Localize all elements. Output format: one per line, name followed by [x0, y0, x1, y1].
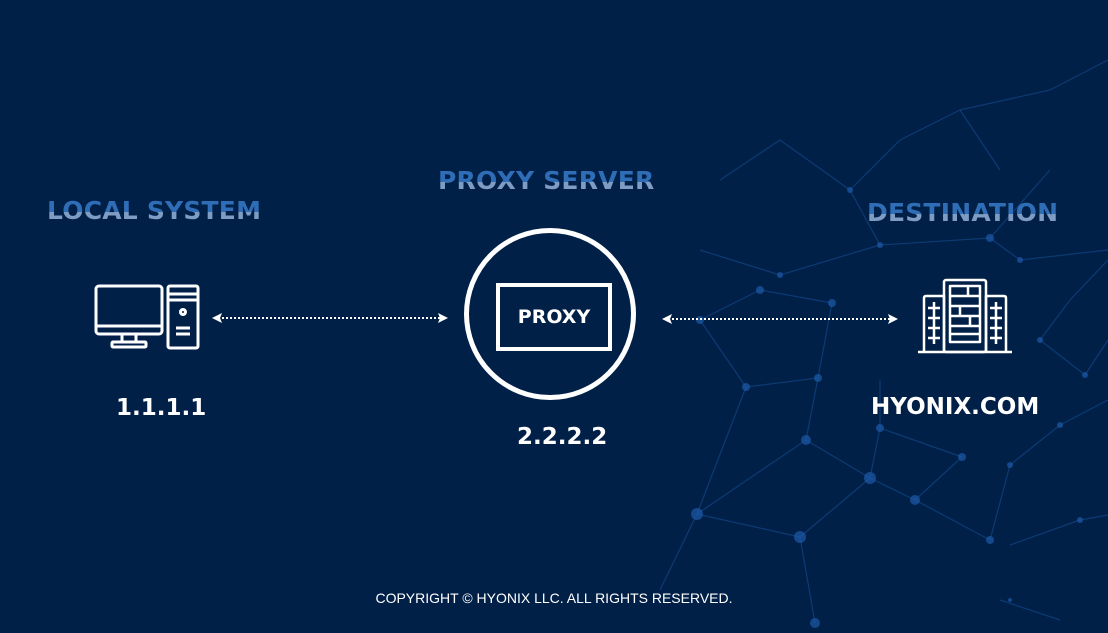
- proxy-ip-address: 2.2.2.2: [517, 424, 608, 450]
- destination-domain: HYONIX.COM: [871, 394, 1040, 420]
- destination-heading: DESTINATION: [867, 198, 1059, 227]
- desktop-computer-icon: [94, 284, 200, 350]
- local-system-heading: LOCAL SYSTEM: [47, 196, 262, 225]
- proxy-box-label: PROXY: [517, 306, 591, 328]
- proxy-circle-icon: [464, 228, 636, 400]
- copyright-footer: COPYRIGHT © HYONIX LLC. ALL RIGHTS RESER…: [375, 590, 733, 606]
- local-ip-address: 1.1.1.1: [116, 395, 207, 421]
- proxy-server-heading: PROXY SERVER: [438, 166, 655, 195]
- bidirectional-arrow-local-proxy: [212, 313, 448, 323]
- bidirectional-arrow-proxy-destination: [662, 314, 898, 324]
- proxy-box: PROXY: [496, 283, 612, 351]
- office-building-icon: [918, 278, 1012, 354]
